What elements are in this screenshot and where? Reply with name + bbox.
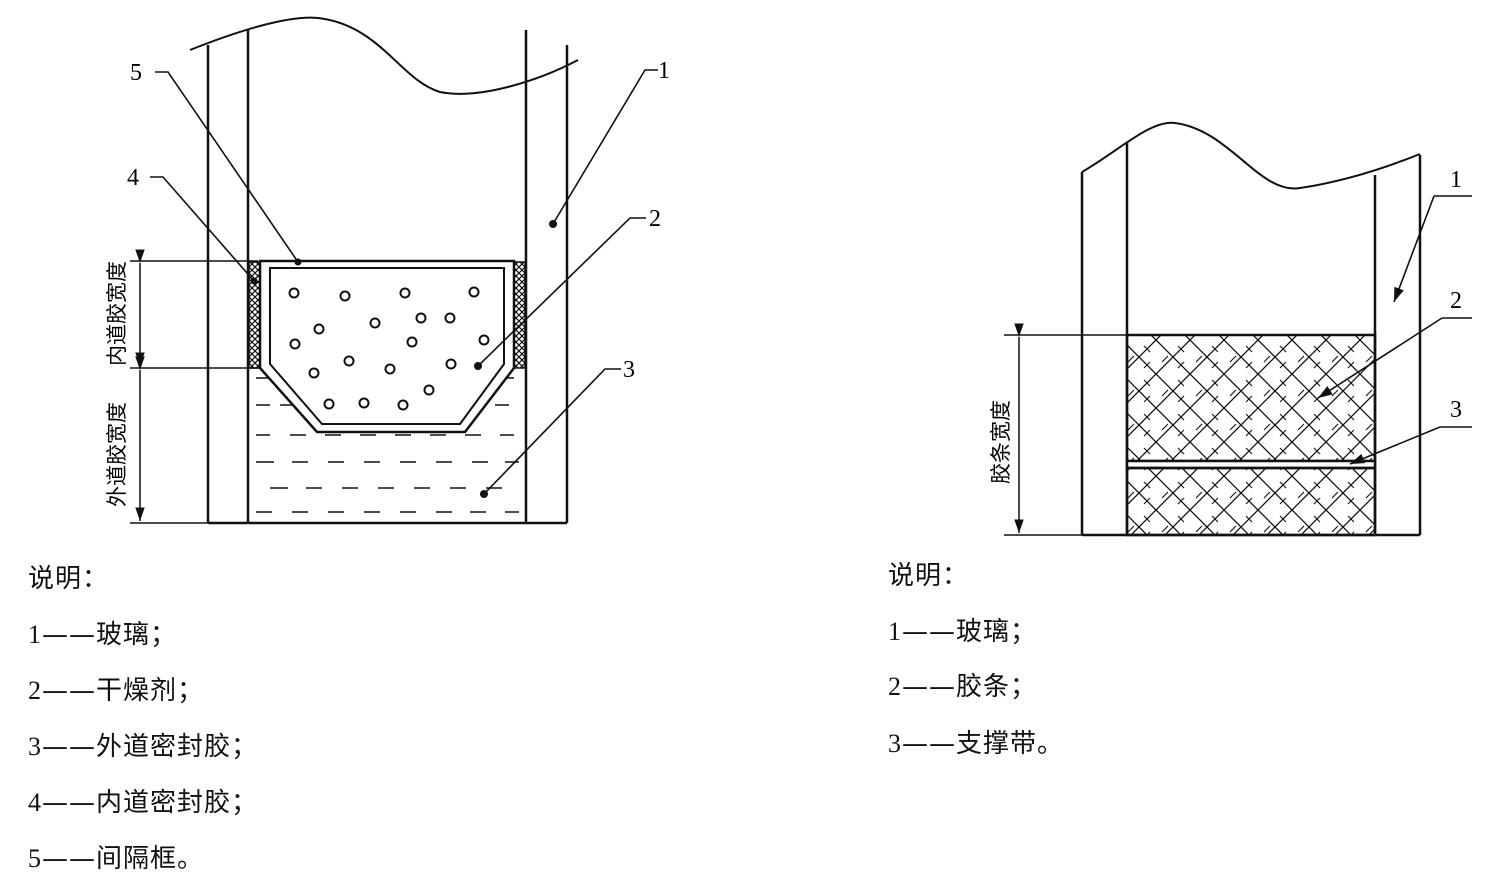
gasket-upper [1125, 333, 1377, 463]
dim-gasket-label: 胶条宽度 [989, 400, 1013, 484]
legend-text: ——内道密封胶； [42, 788, 259, 818]
right-figure [1004, 121, 1472, 537]
legend-num: 1 [888, 617, 902, 646]
dim-inner-label: 内道胶宽度 [105, 261, 129, 366]
spacer-frame-outer [258, 259, 516, 434]
left-legend-item: 1——玻璃； [28, 620, 178, 650]
dim-outer-label: 外道胶宽度 [105, 402, 129, 507]
left-break-line [189, 16, 579, 95]
desiccant-beads [288, 286, 490, 411]
legend-num: 3 [888, 729, 902, 758]
legend-text: ——支撑带。 [902, 729, 1065, 759]
right-break-line [1081, 121, 1421, 190]
legend-text: ——玻璃； [42, 620, 178, 650]
right-legend-item: 2——胶条； [888, 672, 1038, 702]
gasket-lower [1125, 466, 1377, 537]
legend-text: ——胶条； [902, 672, 1038, 702]
callout-3: 3 [623, 357, 635, 383]
legend-num: 5 [28, 844, 42, 873]
r-callout-3: 3 [1450, 397, 1462, 423]
left-legend-item: 5——间隔框。 [28, 844, 205, 874]
right-legend-title: 说明： [888, 561, 970, 591]
r-callout-1: 1 [1450, 167, 1462, 193]
callout-2: 2 [649, 206, 661, 232]
right-legend-item: 1——玻璃； [888, 617, 1038, 647]
legend-text: ——间隔框。 [42, 844, 205, 874]
right-dimension [1004, 323, 1127, 536]
callout-5: 5 [130, 60, 142, 86]
left-legend-item: 2——干燥剂； [28, 676, 205, 706]
legend-num: 3 [28, 732, 42, 761]
right-leaders [1317, 195, 1472, 465]
left-legend-item: 3——外道密封胶； [28, 732, 259, 762]
callout-1: 1 [658, 58, 670, 84]
left-figure [130, 16, 658, 525]
callout-4: 4 [127, 165, 139, 191]
spacer-frame-inner [269, 267, 505, 425]
inner-sealant-right [513, 261, 526, 369]
legend-text: ——外道密封胶； [42, 732, 259, 762]
left-leaders [150, 69, 658, 495]
right-legend-item: 3——支撑带。 [888, 729, 1065, 759]
left-leader-dots [250, 220, 557, 498]
r-callout-2: 2 [1450, 288, 1462, 314]
legend-num: 2 [28, 676, 42, 705]
legend-text: ——玻璃； [902, 617, 1038, 647]
left-dimension [130, 249, 258, 524]
left-legend-title: 说明： [28, 564, 110, 594]
legend-num: 1 [28, 620, 42, 649]
legend-num: 2 [888, 672, 902, 701]
legend-num: 4 [28, 788, 42, 817]
legend-text: ——干燥剂； [42, 676, 205, 706]
left-legend-item: 4——内道密封胶； [28, 788, 259, 818]
outer-sealant-fill [256, 377, 519, 513]
